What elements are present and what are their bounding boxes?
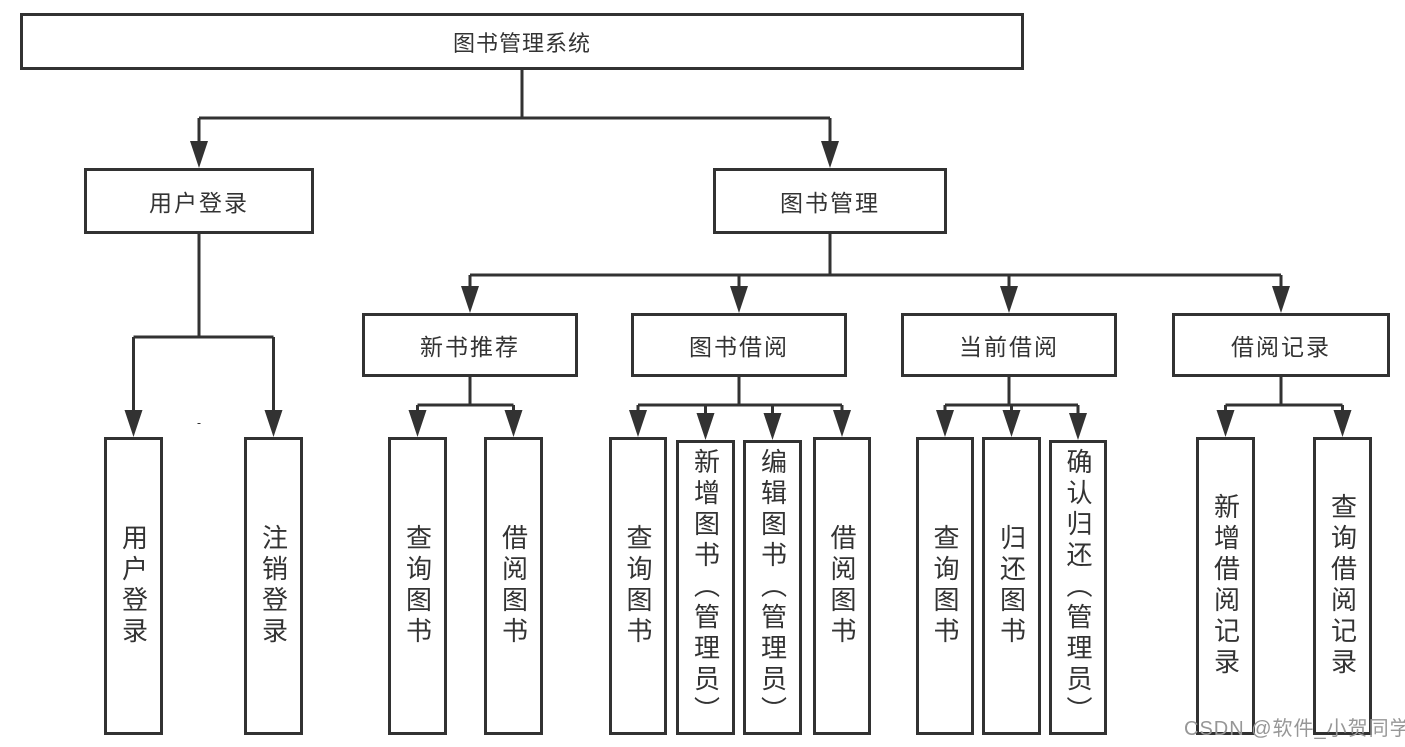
node-label: 用户登录 [149,190,249,216]
arrowheads [124,141,1352,440]
leaf-logout: 注销登录 [244,437,303,735]
leaf-query-books: 查询图书 [916,437,974,735]
node-label: 新书推荐 [420,334,520,360]
node-label: 用户登录 [118,524,149,648]
node-label: 图书借阅 [689,334,789,360]
connector-records-children [1224,377,1344,424]
node-label: 借阅记录 [1231,334,1331,360]
leaf-return-books: 归还图书 [982,437,1041,735]
node-label: 图书管理 [780,190,880,216]
node-label: 查询图书 [930,524,960,648]
node-label: 查询图书 [402,524,433,648]
leaf-confirm-return-admin: 确认归还（管理员） [1049,440,1107,735]
leaf-query-borrow-record: 查询借阅记录 [1313,437,1372,735]
node-label: 查询图书 [623,524,653,648]
node-new-book-recommend: 新书推荐 [362,313,578,377]
node-label: 图书管理系统 [452,30,591,56]
node-user-login: 用户登录 [84,168,314,234]
csdn-watermark: CSDN @软件_小贺同学 [1184,718,1405,740]
node-book-management: 图书管理 [713,168,947,234]
leaf-query-books: 查询图书 [388,437,447,735]
node-label: 借阅图书 [827,524,857,648]
leaf-user-login: 用户登录 [104,437,163,735]
node-label: 确认归还（管理员） [1063,448,1093,727]
connector-newbook-children [416,377,515,424]
leaf-query-books: 查询图书 [609,437,667,735]
node-label: 新增图书（管理员） [690,448,721,727]
connector-borrow-children [636,377,844,427]
node-label: 查询借阅记录 [1327,493,1358,679]
node-label: 借阅图书 [498,524,529,648]
node-label: 当前借阅 [959,334,1059,360]
leaf-add-borrow-record: 新增借阅记录 [1196,437,1255,735]
leaf-add-book-admin: 新增图书（管理员） [676,440,735,735]
connector-root-to-level2 [197,70,832,424]
leaf-edit-book-admin: 编辑图书（管理员） [743,440,802,735]
node-borrow-records: 借阅记录 [1172,313,1390,377]
leaf-borrow-books: 借阅图书 [813,437,871,735]
node-label: 归还图书 [996,524,1027,648]
node-book-borrow: 图书借阅 [631,313,847,377]
node-label: 编辑图书（管理员） [757,448,788,727]
node-label: 注销登录 [258,524,289,648]
node-label: 新增借阅记录 [1210,493,1241,679]
node-library-management-system: 图书管理系统 [20,13,1024,70]
leaf-borrow-books: 借阅图书 [484,437,543,735]
connector-user-login-children [132,234,275,424]
connector-book-mgmt-to-level3 [468,234,1283,300]
node-current-borrow: 当前借阅 [901,313,1117,377]
